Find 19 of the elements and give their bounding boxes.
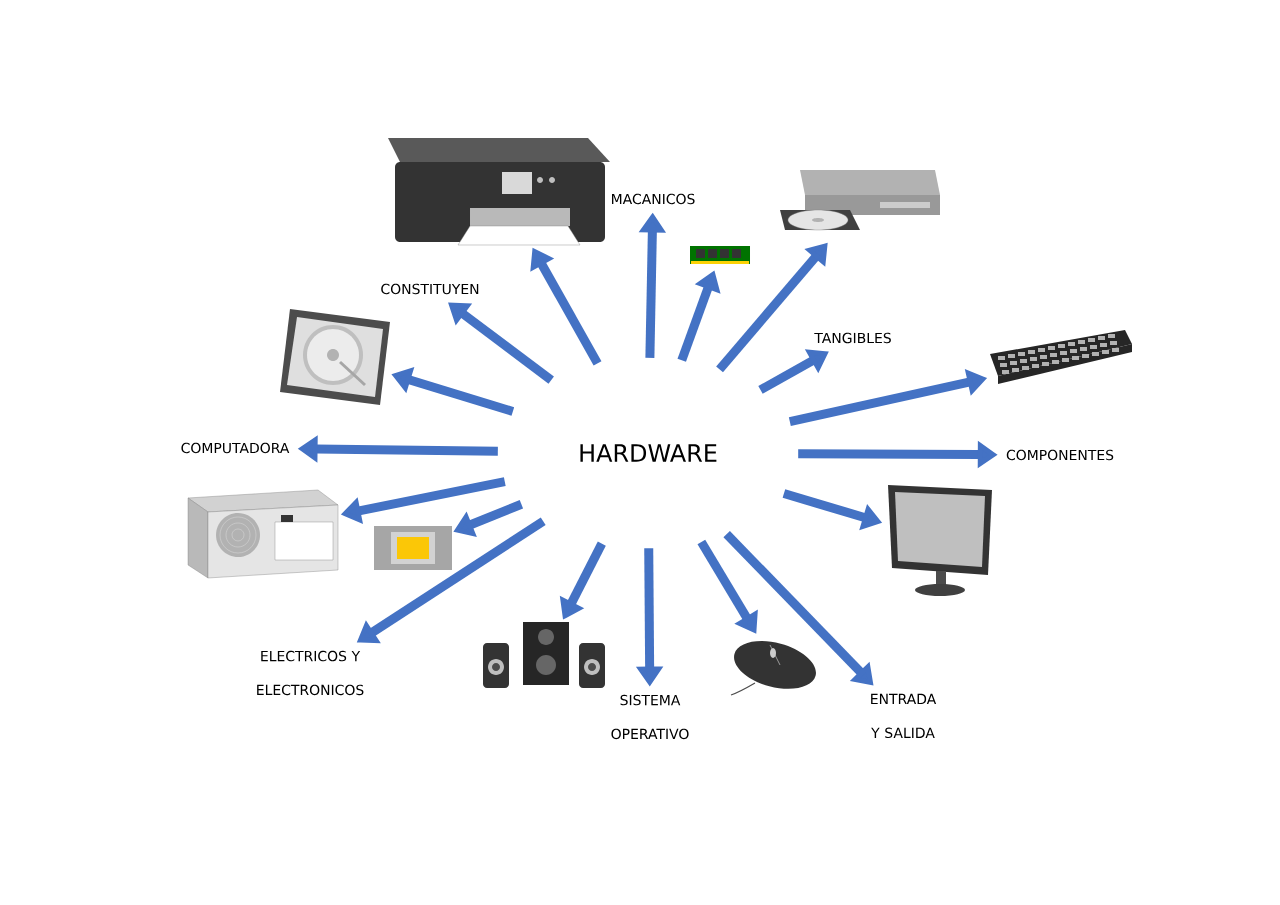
psu-drawing bbox=[187, 489, 339, 579]
category-label: CONSTITUYEN bbox=[381, 283, 479, 295]
category-label: MACANICOS bbox=[612, 193, 695, 205]
monitor-drawing bbox=[888, 485, 992, 596]
hdd-drawing bbox=[280, 309, 390, 405]
keyboard-drawing bbox=[990, 330, 1132, 384]
category-label: COMPONENTES bbox=[1006, 449, 1114, 461]
speakers-drawing bbox=[483, 622, 605, 688]
mouse-drawing bbox=[730, 641, 816, 696]
category-label: ELECTRICOS Y ELECTRONICOS bbox=[257, 650, 364, 696]
ram-drawing bbox=[690, 246, 750, 264]
category-label: SISTEMA OPERATIVO bbox=[611, 694, 689, 740]
dvd-drawing bbox=[780, 170, 940, 231]
category-label: ENTRADA Y SALIDA bbox=[871, 693, 937, 739]
printer-drawing bbox=[388, 138, 610, 246]
title-text: HARDWARE bbox=[580, 444, 717, 462]
chip-drawing bbox=[374, 526, 452, 570]
category-label: COMPUTADORA bbox=[181, 442, 290, 454]
category-label: TANGIBLES bbox=[814, 332, 891, 344]
